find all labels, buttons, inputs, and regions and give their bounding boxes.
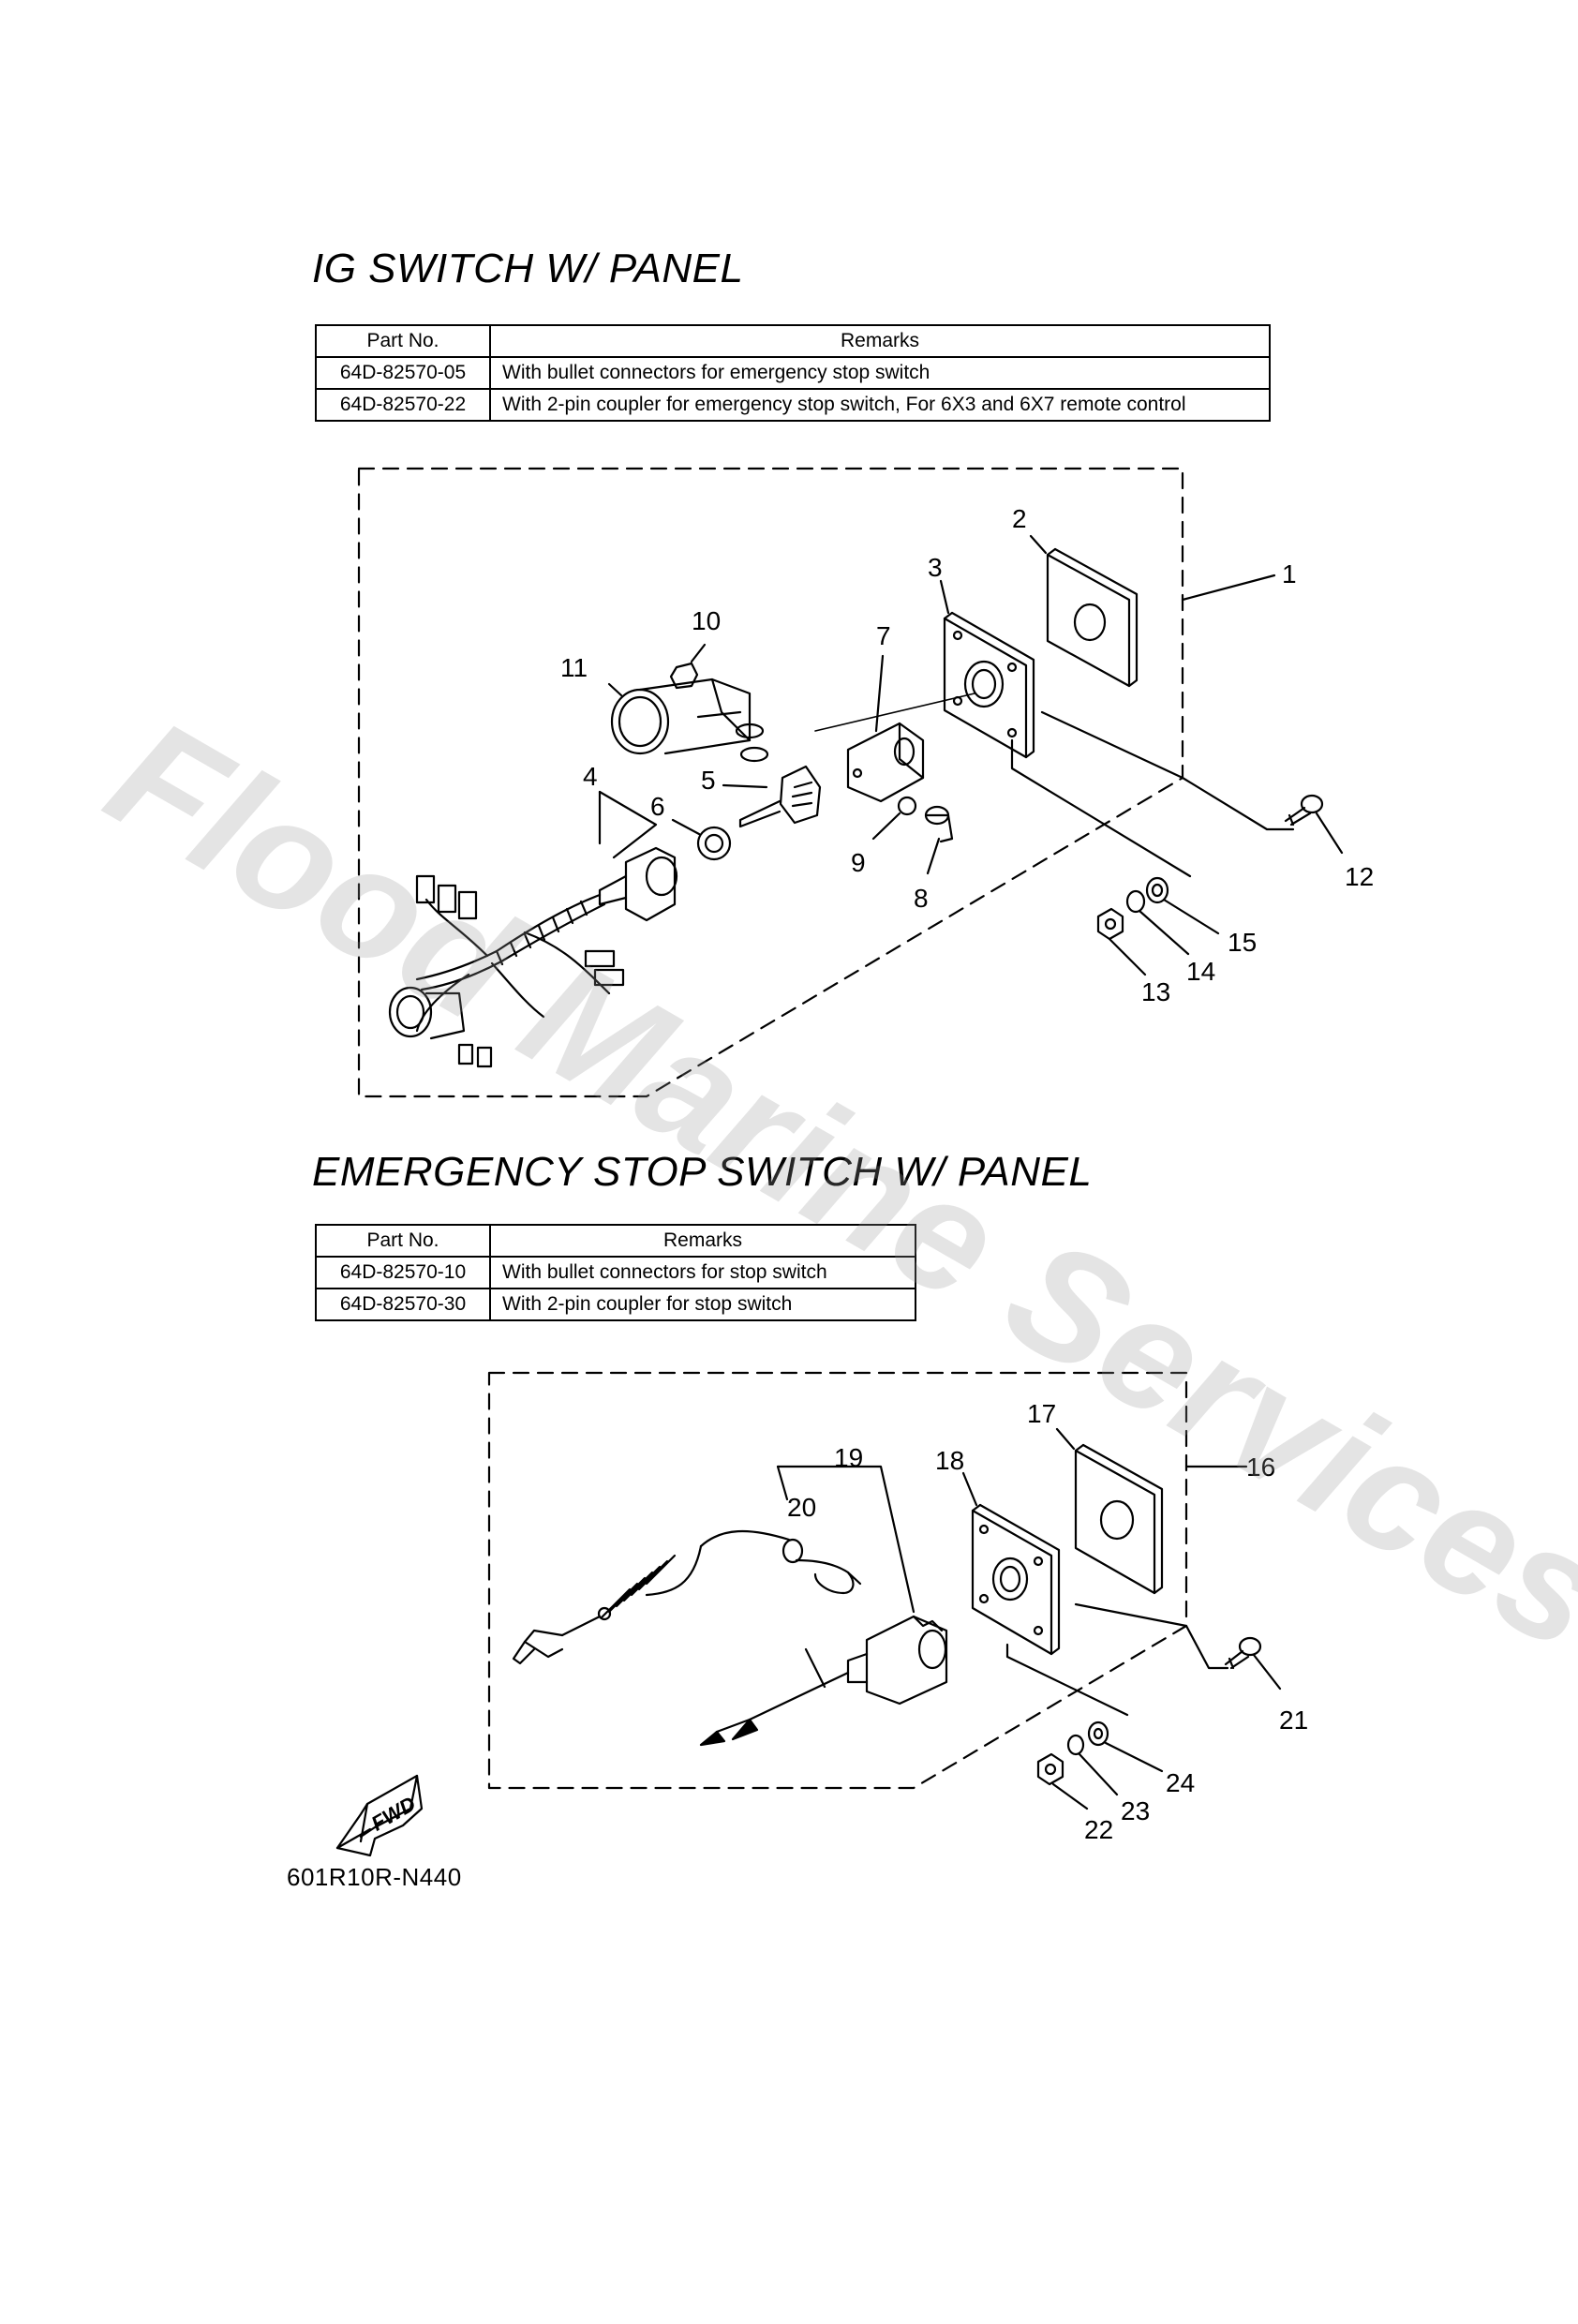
axis-line	[814, 693, 975, 732]
section1-assembly: 1 2 3 4 5 6 7 8 9 10 11 12 13 14 15	[357, 467, 1374, 1098]
header-part-no: Part No.	[315, 1224, 491, 1258]
callout-11: 11	[560, 653, 588, 682]
nut-part-10	[669, 643, 707, 690]
callout-6: 6	[650, 792, 665, 821]
part-no-cell: 64D-82570-05	[315, 356, 491, 390]
section2-assembly: FWD 16 17 18 19 20 21 22 23 24	[335, 1371, 1308, 1857]
washer-part-24	[1087, 1721, 1164, 1773]
washer-part-9	[871, 796, 917, 841]
mount-line-12	[1040, 710, 1295, 831]
section2-title: EMERGENCY STOP SWITCH W/ PANEL	[312, 1149, 1093, 1195]
lanyard-part-20	[512, 1529, 862, 1665]
callout-21: 21	[1279, 1706, 1308, 1735]
callout-18: 18	[935, 1446, 964, 1475]
cord-arrow	[699, 1647, 850, 1747]
callout-24: 24	[1166, 1768, 1195, 1797]
header-remarks: Remarks	[489, 324, 1271, 358]
gasket-part-2	[1029, 534, 1139, 688]
callout-7: 7	[876, 621, 891, 650]
assembly-boundary-2	[487, 1371, 1188, 1790]
table-row: 64D-82570-05 With bullet connectors for …	[315, 356, 1271, 390]
ring-nut-part-6	[671, 818, 732, 861]
assembly-boundary-1	[357, 467, 1184, 1098]
screw-part-12	[1284, 794, 1344, 855]
remarks-cell: With bullet connectors for stop switch	[489, 1256, 916, 1289]
part-no-cell: 64D-82570-22	[315, 388, 491, 422]
mount-line-13	[1010, 738, 1192, 878]
callout-12: 12	[1345, 862, 1374, 891]
part-no-cell: 64D-82570-30	[315, 1288, 491, 1321]
part-no-cell: 64D-82570-10	[315, 1256, 491, 1289]
panel-plate-part-3	[939, 579, 1035, 759]
section1-parts-table: Part No. Remarks 64D-82570-05 With bulle…	[315, 324, 1271, 422]
bracket-part-7	[846, 654, 925, 803]
key-part-5	[722, 765, 822, 828]
callout-14: 14	[1186, 957, 1215, 986]
callout-22: 22	[1084, 1815, 1113, 1844]
callout-2: 2	[1012, 504, 1027, 533]
reference-code: 601R10R-N440	[287, 1863, 462, 1891]
remarks-cell: With bullet connectors for emergency sto…	[489, 356, 1271, 390]
callout-23: 23	[1121, 1796, 1150, 1825]
ignition-switch-part-4	[388, 790, 678, 1068]
stop-switch-part-19	[776, 1465, 948, 1706]
header-remarks: Remarks	[489, 1224, 916, 1258]
callout-10: 10	[692, 606, 721, 635]
table-header-row: Part No. Remarks	[315, 1224, 916, 1258]
callout-13: 13	[1141, 977, 1170, 1006]
callout-8: 8	[914, 884, 929, 913]
callout-20: 20	[787, 1493, 816, 1522]
screw-part-21	[1224, 1636, 1282, 1691]
callout-4: 4	[583, 762, 598, 791]
callout-15: 15	[1228, 928, 1257, 957]
washer-part-14	[1125, 889, 1190, 956]
gasket-part-17	[1055, 1427, 1164, 1595]
callout-19: 19	[834, 1443, 863, 1472]
mount-line-21	[1074, 1602, 1229, 1670]
washer-part-15	[1145, 876, 1220, 935]
callout-1: 1	[1282, 559, 1297, 588]
washer-part-23	[1066, 1734, 1119, 1796]
fwd-arrow-icon: FWD	[335, 1774, 424, 1857]
remarks-cell: With 2-pin coupler for stop switch	[489, 1288, 916, 1321]
callout-5: 5	[701, 766, 716, 795]
bolt-part-8	[924, 805, 954, 875]
section2-parts-table: Part No. Remarks 64D-82570-10 With bulle…	[315, 1224, 916, 1321]
mount-line-22	[1005, 1643, 1129, 1717]
leader-1	[1181, 574, 1276, 602]
remarks-cell: With 2-pin coupler for emergency stop sw…	[489, 388, 1271, 422]
table-row: 64D-82570-22 With 2-pin coupler for emer…	[315, 388, 1271, 422]
panel-plate-part-18	[961, 1471, 1061, 1656]
table-row: 64D-82570-30 With 2-pin coupler for stop…	[315, 1288, 916, 1321]
table-header-row: Part No. Remarks	[315, 324, 1271, 358]
header-part-no: Part No.	[315, 324, 491, 358]
nut-part-22	[1036, 1752, 1089, 1810]
callout-17: 17	[1027, 1399, 1056, 1428]
callout-16: 16	[1246, 1452, 1275, 1482]
section1-title: IG SWITCH W/ PANEL	[312, 246, 744, 291]
switch-unit-part-11	[607, 678, 769, 763]
callout-3: 3	[928, 553, 943, 582]
callout-9: 9	[851, 848, 866, 877]
nut-part-13	[1096, 907, 1147, 976]
table-row: 64D-82570-10 With bullet connectors for …	[315, 1256, 916, 1289]
